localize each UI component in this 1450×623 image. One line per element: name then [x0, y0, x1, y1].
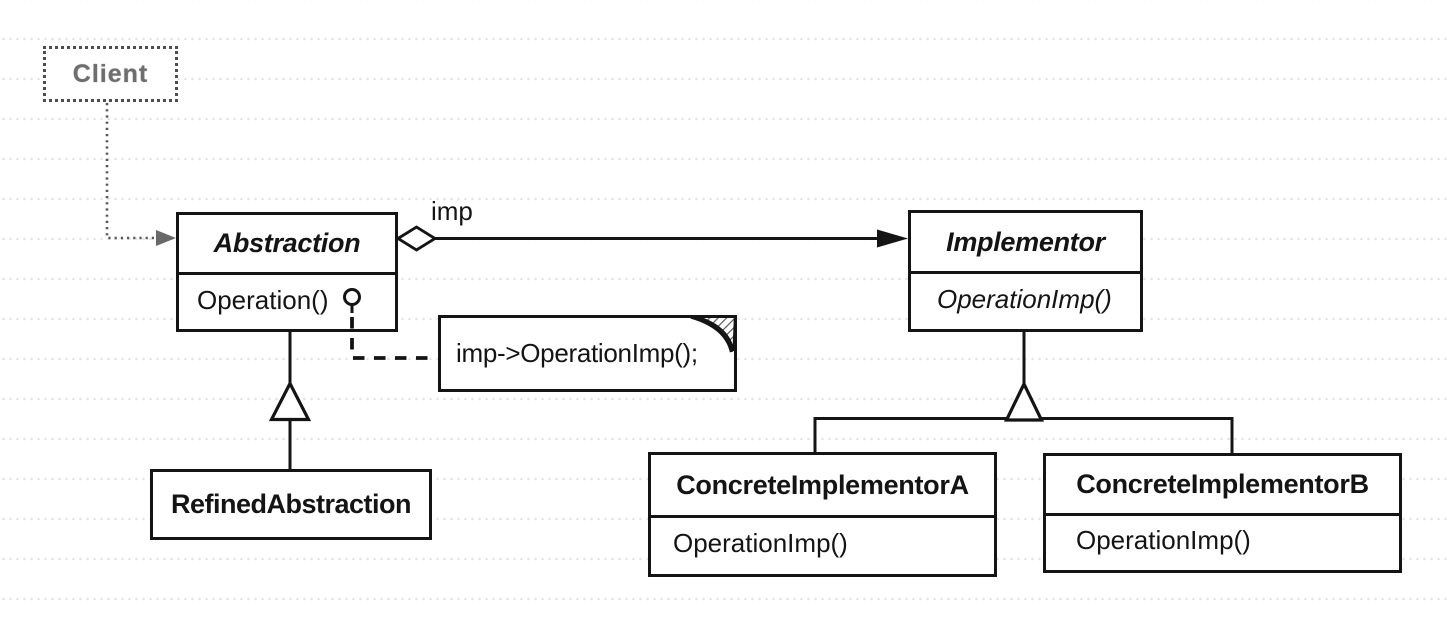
- abstraction-title: Abstraction: [213, 228, 361, 258]
- client-dependency-arrowhead-icon: [156, 230, 176, 246]
- aggregation-diamond-icon: [395, 225, 438, 252]
- concrete-implementor-b-title: ConcreteImplementorB: [1076, 469, 1369, 499]
- note-text: imp->OperationImp();: [456, 338, 698, 368]
- aggregation-arrowhead-icon: [877, 229, 908, 248]
- concrete-implementor-b-method: OperationImp(): [1046, 513, 1399, 565]
- class-refined-abstraction: RefinedAbstraction: [150, 469, 432, 540]
- note-box: imp->OperationImp();: [438, 315, 737, 392]
- refined-inheritance-triangle-icon: [268, 379, 312, 422]
- concrete-implementor-a-method: OperationImp(): [651, 515, 994, 569]
- concrete-implementor-a-title: ConcreteImplementorA: [676, 469, 969, 500]
- class-concrete-implementor-a: ConcreteImplementorA OperationImp(): [648, 452, 997, 577]
- class-concrete-implementor-b: ConcreteImplementorB OperationImp(): [1043, 453, 1402, 573]
- class-client: Client: [43, 46, 178, 102]
- implementor-inheritance-triangle-icon: [1003, 380, 1045, 422]
- refined-abstraction-title: RefinedAbstraction: [170, 489, 412, 519]
- abstraction-method: Operation(): [179, 272, 395, 325]
- class-abstraction: Abstraction Operation(): [176, 212, 398, 332]
- client-label: Client: [72, 59, 149, 88]
- client-dependency-line: [105, 103, 157, 240]
- implementor-title: Implementor: [946, 226, 1105, 257]
- class-implementor: Implementor OperationImp(): [908, 210, 1143, 332]
- association-label-imp: imp: [431, 196, 473, 226]
- implementor-method: OperationImp(): [911, 271, 1140, 325]
